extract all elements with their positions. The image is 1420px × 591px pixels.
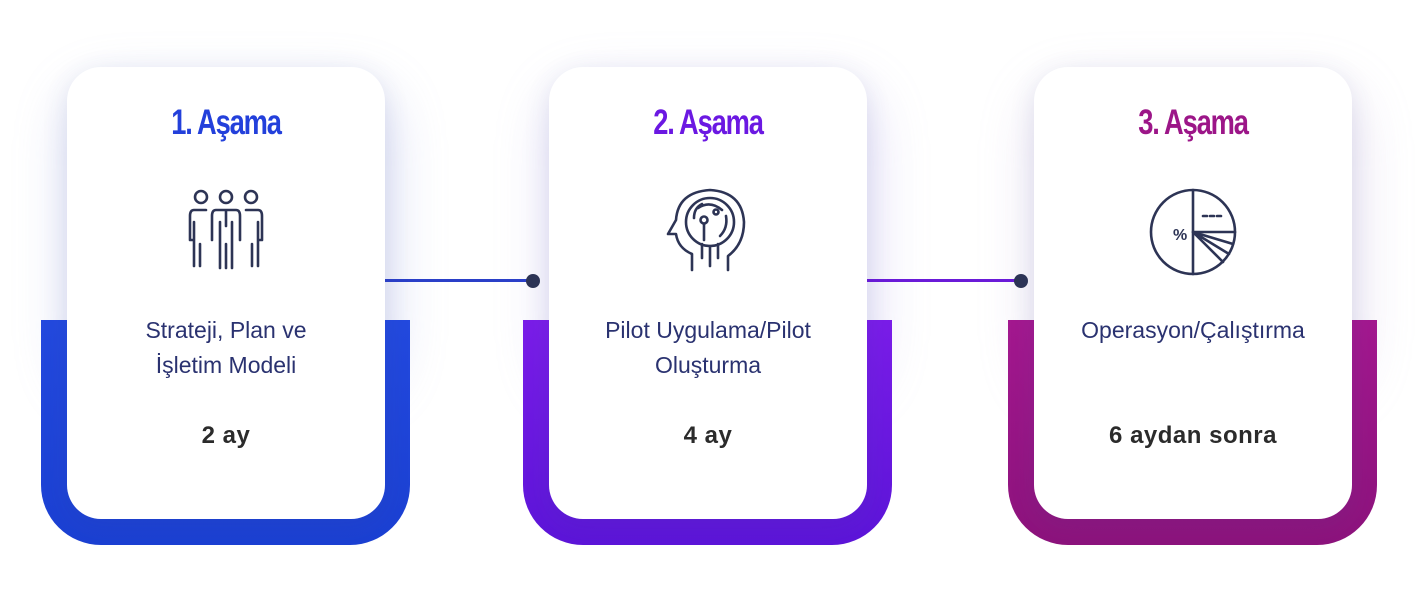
connector-1-2-dot xyxy=(526,274,540,288)
stage-3-title: 3. Aşama xyxy=(1138,103,1249,142)
stage-1-description: Strateji, Plan ve İşletim Modeli xyxy=(87,313,365,383)
stage-1-description-line1: Strateji, Plan ve xyxy=(145,317,307,343)
people-group-icon xyxy=(188,189,264,270)
stage-3-description: Operasyon/Çalıştırma xyxy=(1054,313,1332,348)
stage-2-description-line2: Oluşturma xyxy=(654,352,762,378)
pie-chart-icon: % xyxy=(1149,188,1237,276)
stage-3-duration: 6 aydan sonra xyxy=(1109,422,1277,449)
ai-head-icon xyxy=(666,188,746,272)
stage-1-duration: 2 ay xyxy=(201,422,251,449)
connector-2-3 xyxy=(866,279,1021,282)
stage-1-description-line2: İşletim Modeli xyxy=(155,352,297,378)
stage-1-title: 1. Aşama xyxy=(171,103,282,142)
percent-glyph: % xyxy=(1173,227,1187,244)
connector-2-3-dot xyxy=(1014,274,1028,288)
stage-2-duration: 4 ay xyxy=(683,422,733,449)
stage-card-2: 2. Aşama Pilot Uygulama/Pilot Oluşturma … xyxy=(549,67,867,519)
stage-2-description: Pilot Uygulama/Pilot Oluşturma xyxy=(569,313,847,383)
connector-1-2 xyxy=(384,279,534,282)
stage-card-1: 1. Aşama Strateji, Plan ve İşletim Model… xyxy=(67,67,385,519)
stage-2-title: 2. Aşama xyxy=(653,103,764,142)
stage-2-title-wrap: 2. Aşama xyxy=(549,102,867,144)
stage-3-title-wrap: 3. Aşama xyxy=(1034,102,1352,144)
stage-1-title-wrap: 1. Aşama xyxy=(67,102,385,144)
stage-3-description-line1: Operasyon/Çalıştırma xyxy=(1081,317,1305,343)
stage-card-3: 3. Aşama % Operasyon/Çalıştırma 6 aydan … xyxy=(1034,67,1352,519)
stage-2-description-line1: Pilot Uygulama/Pilot xyxy=(605,317,811,343)
